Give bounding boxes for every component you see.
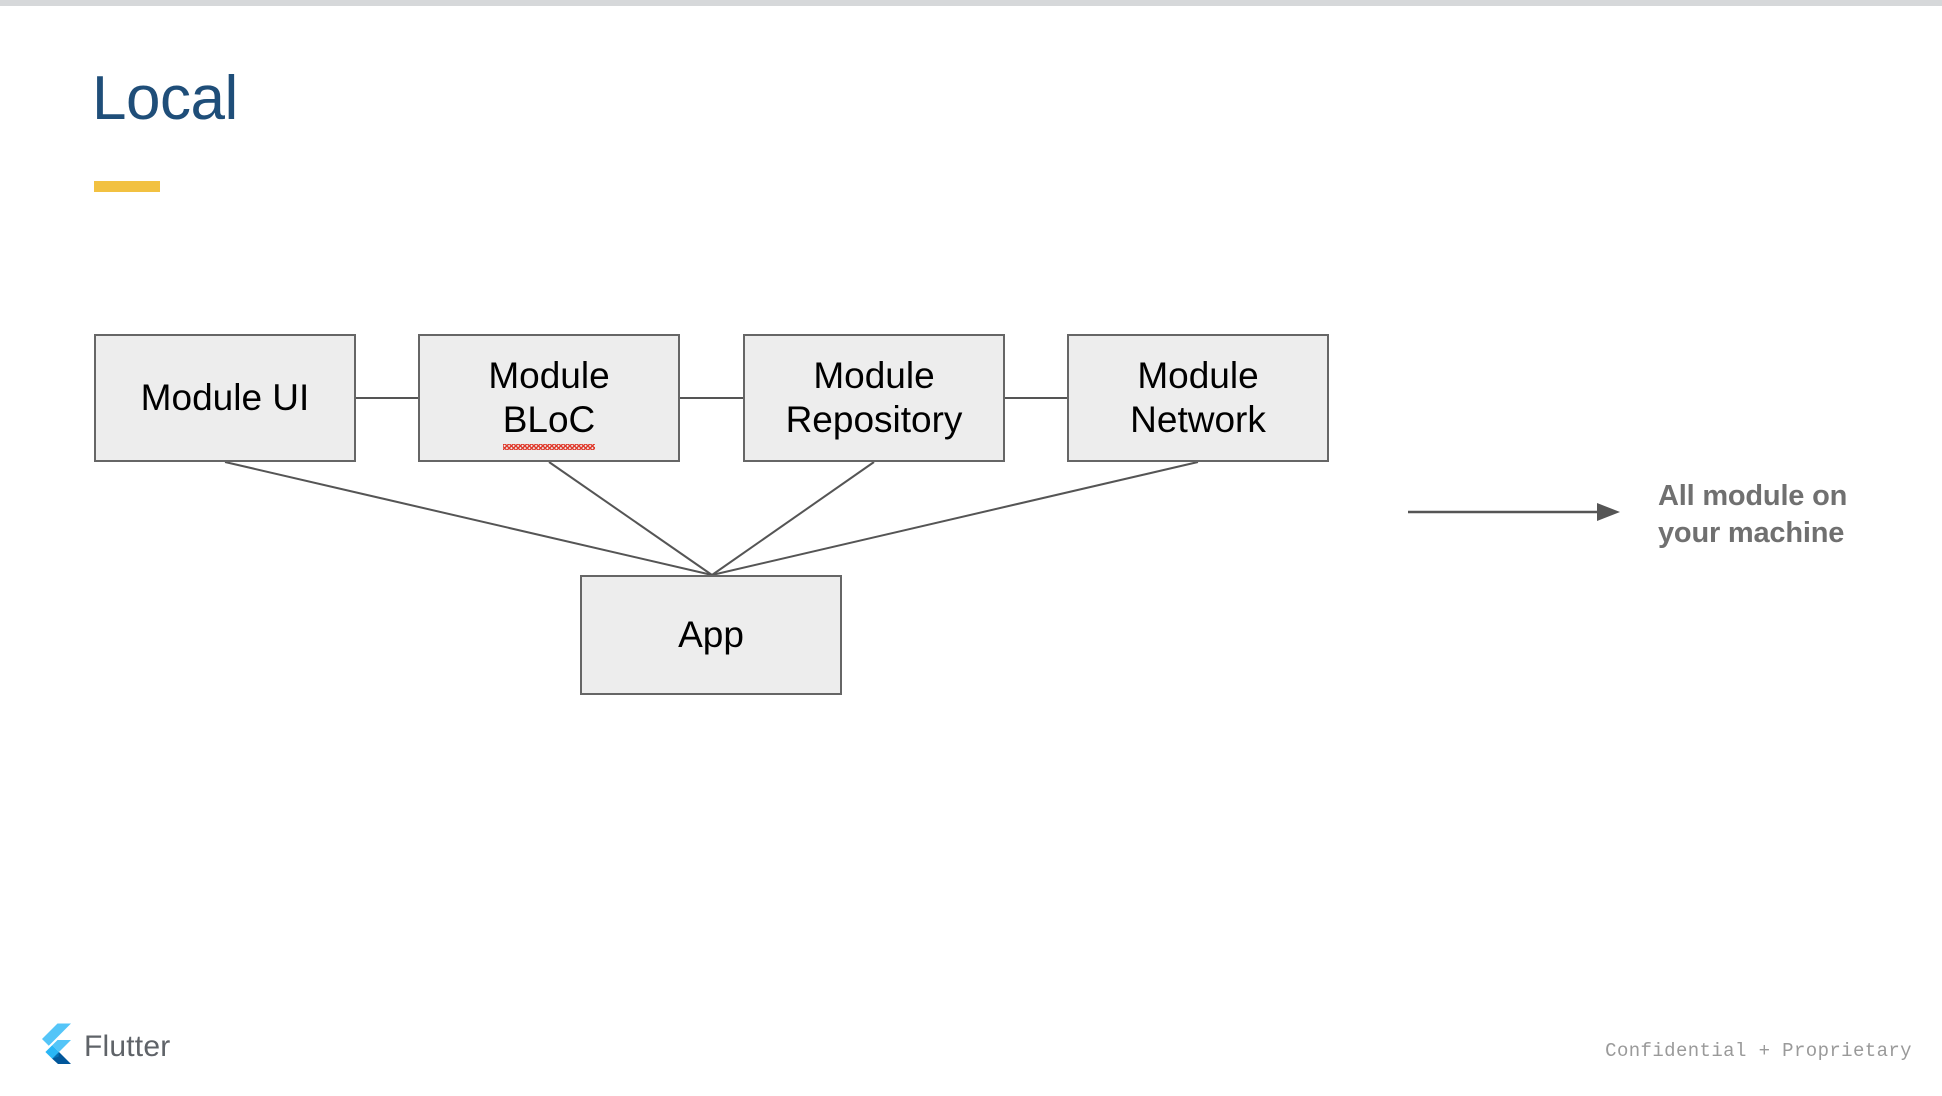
callout-line-1: All module on	[1658, 480, 1848, 512]
node-module-ui[interactable]: Module UI	[94, 334, 356, 462]
flutter-logo-svg	[42, 1023, 71, 1064]
title-accent-bar	[94, 181, 160, 192]
connector-network-to-app	[711, 461, 1199, 576]
flutter-brand: Flutter	[36, 1022, 170, 1071]
node-app[interactable]: App	[580, 575, 842, 695]
top-edge-strip	[0, 0, 1942, 6]
node-module-bloc[interactable]: Module BLoC	[418, 334, 680, 462]
footer-confidential-notice: Confidential + Proprietary	[1605, 1040, 1912, 1062]
node-label-line2: Network	[1130, 399, 1266, 440]
node-label: App	[678, 614, 744, 656]
page-title: Local	[92, 64, 238, 133]
node-module-repository[interactable]: Module Repository	[743, 334, 1005, 462]
connector-ui-to-app	[224, 461, 713, 576]
node-label: Module UI	[140, 377, 310, 419]
callout-text: All module on your machine	[1658, 478, 1928, 552]
right-arrow-icon	[1408, 503, 1620, 521]
node-label-line2: Repository	[785, 399, 963, 440]
callout-line-2: your machine	[1658, 517, 1845, 550]
node-label-line1: Module	[813, 355, 935, 397]
connector-repository-to-app	[711, 461, 875, 576]
node-module-network[interactable]: Module Network	[1067, 334, 1329, 462]
node-label-line1: Module	[1137, 355, 1259, 397]
flutter-wordmark: Flutter	[84, 1029, 171, 1063]
flutter-logo-icon	[36, 1022, 72, 1071]
connector-bloc-to-app	[548, 461, 713, 576]
node-label-line2-misspelled: BLoC	[502, 399, 596, 450]
node-label-line1: Module	[488, 355, 610, 397]
